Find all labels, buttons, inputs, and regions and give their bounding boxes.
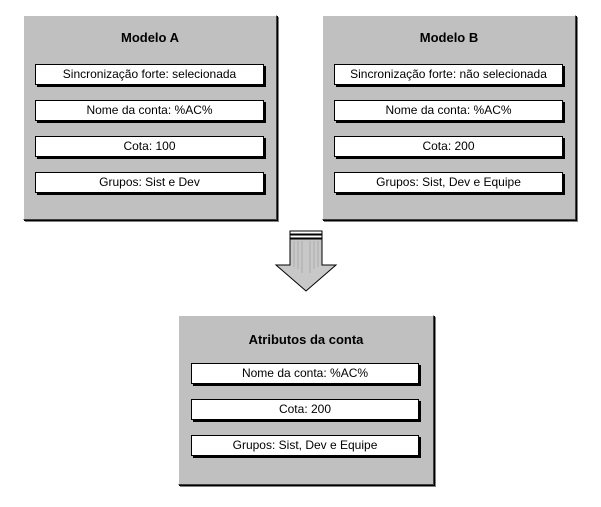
- down-arrow-icon: [274, 230, 338, 292]
- result-quota-field: Cota: 200: [191, 399, 419, 420]
- result-account-name-field: Nome da conta: %AC%: [191, 363, 419, 384]
- model-a-strong-sync-field: Sincronização forte: selecionada: [35, 64, 264, 85]
- model-b-title: Modelo B: [419, 30, 479, 45]
- model-a-quota-field: Cota: 100: [35, 136, 264, 157]
- result-groups-field: Grupos: Sist, Dev e Equipe: [191, 435, 419, 456]
- model-b-quota-field: Cota: 200: [334, 136, 563, 157]
- model-b-panel: Modelo B Sincronização forte: não seleci…: [322, 15, 576, 220]
- model-a-title: Modelo A: [120, 30, 179, 45]
- model-b-strong-sync-field: Sincronização forte: não selecionada: [334, 64, 563, 85]
- model-b-account-name-field: Nome da conta: %AC%: [334, 100, 563, 121]
- model-b-groups-field: Grupos: Sist, Dev e Equipe: [334, 172, 563, 193]
- model-a-groups-field: Grupos: Sist e Dev: [35, 172, 264, 193]
- model-a-panel: Modelo A Sincronização forte: selecionad…: [23, 15, 277, 220]
- account-attributes-title: Atributos da conta: [248, 332, 364, 347]
- model-a-account-name-field: Nome da conta: %AC%: [35, 100, 264, 121]
- account-attributes-panel: Atributos da conta Nome da conta: %AC% C…: [178, 315, 434, 485]
